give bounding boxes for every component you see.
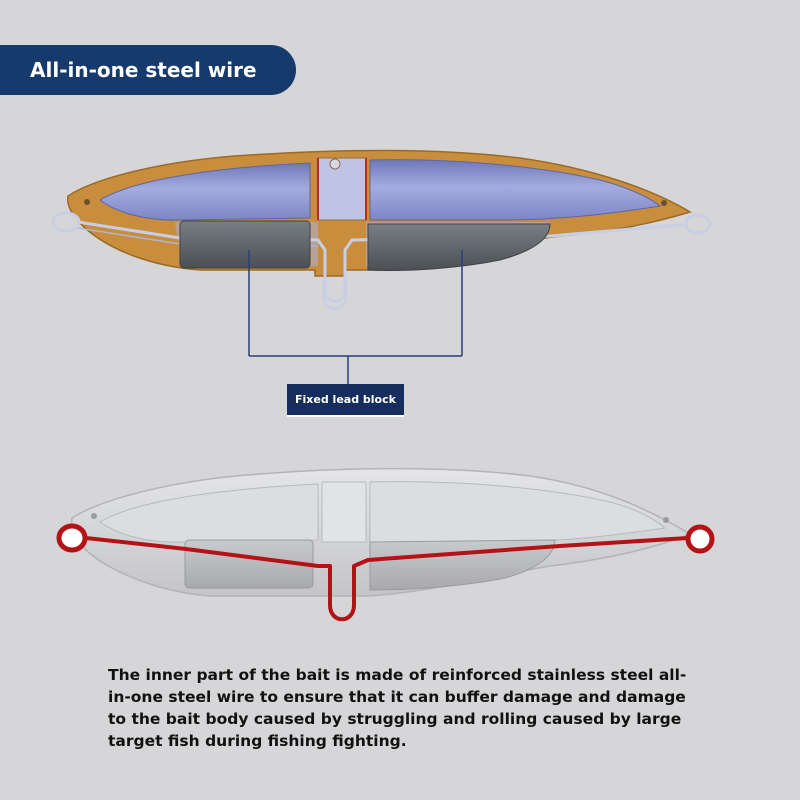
steel-wire-red [85, 536, 689, 622]
lead-block-rear [367, 223, 551, 272]
callout-bracket [248, 250, 463, 384]
lure-cutaway-top [51, 149, 712, 310]
eyelet-tail-red [685, 524, 715, 554]
section-title: All-in-one steel wire [0, 45, 296, 95]
description-text: The inner part of the bait is made of re… [108, 666, 687, 750]
lead-block-rear-gray [369, 539, 556, 591]
fixed-lead-block-label: Fixed lead block [287, 384, 404, 417]
cavity-right [369, 159, 662, 221]
belly-eyelet [322, 280, 348, 310]
lead-block-front [179, 220, 311, 269]
steel-wire-silver [77, 220, 691, 303]
cavity-left [99, 162, 311, 221]
eyelet-nose-red [56, 523, 88, 553]
lure-xray-bottom [56, 467, 715, 622]
eyelet-tail [684, 213, 712, 235]
eyelet-nose [51, 211, 81, 233]
center-pillar [317, 157, 367, 221]
